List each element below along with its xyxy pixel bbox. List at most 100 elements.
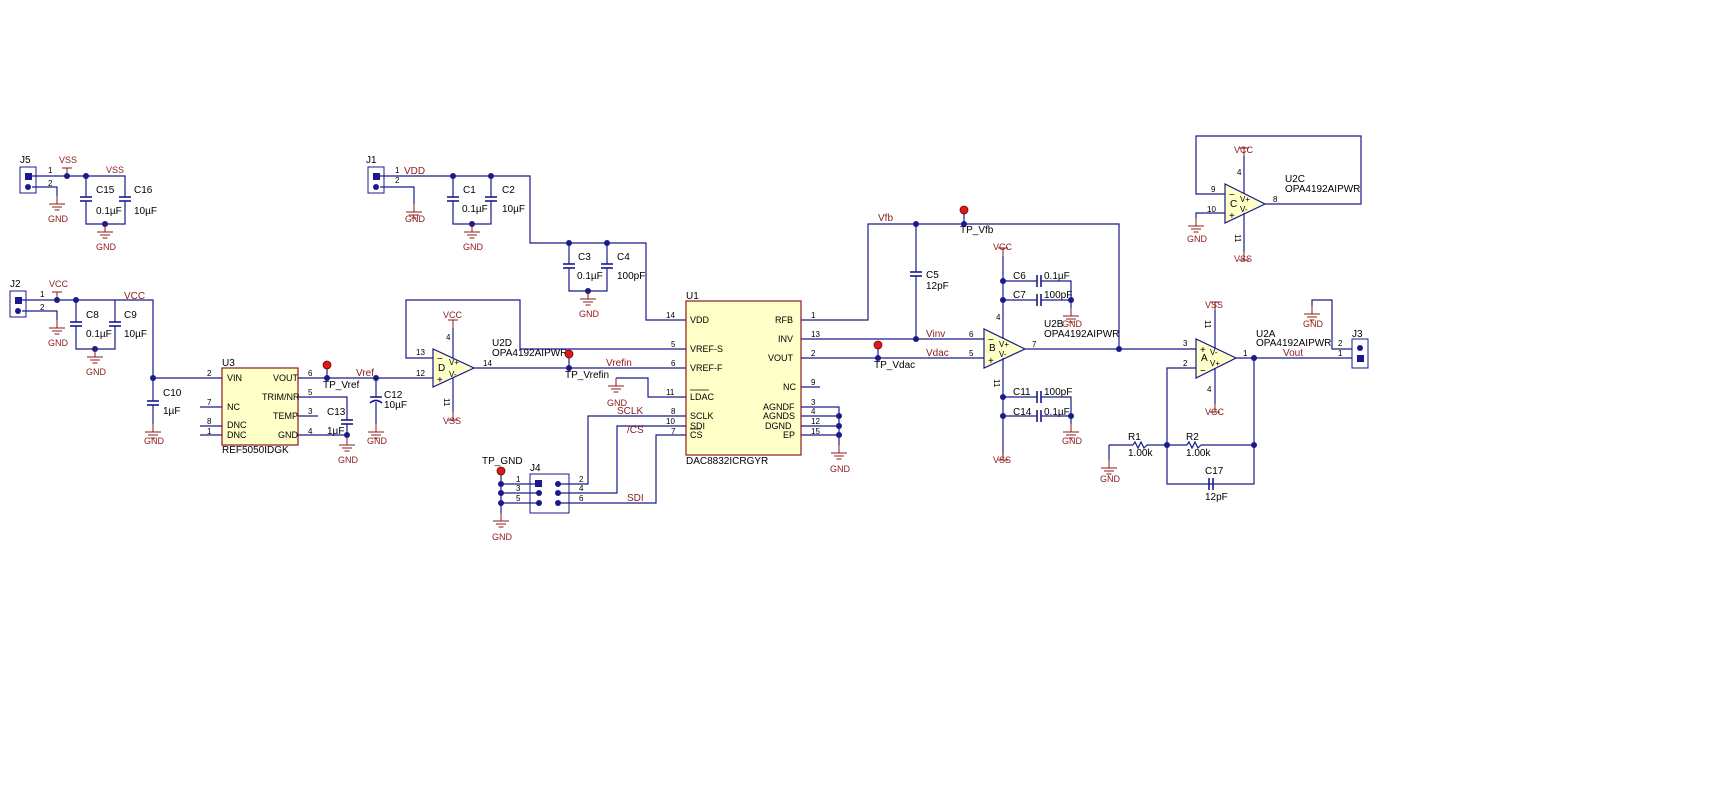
- ic-u3: [221, 367, 299, 446]
- svg-text:10µF: 10µF: [124, 329, 147, 340]
- svg-text:5: 5: [969, 349, 974, 358]
- svg-text:2: 2: [40, 303, 45, 312]
- svg-text:C12: C12: [384, 390, 403, 401]
- svg-text:5: 5: [516, 494, 521, 503]
- svg-text:VCC: VCC: [1234, 145, 1254, 155]
- svg-text:TRIM/NR: TRIM/NR: [262, 392, 300, 402]
- svg-text:VSS: VSS: [1205, 300, 1223, 310]
- svg-text:GND: GND: [278, 430, 299, 440]
- capacitor-c10: C10 1µF: [147, 388, 182, 417]
- capacitor-c4: C4 100pF: [601, 252, 645, 282]
- svg-text:SCLK: SCLK: [617, 406, 643, 417]
- svg-text:7: 7: [671, 427, 676, 436]
- j1-block: J1 1 2 VDD GND C1 0.1µF C2 10µF GND: [366, 155, 686, 321]
- svg-text:TP_GND: TP_GND: [482, 456, 523, 467]
- capacitor-c13: C13 1µF: [327, 407, 353, 437]
- svg-text:VREF-F: VREF-F: [690, 363, 723, 373]
- svg-text:VDD: VDD: [690, 315, 710, 325]
- svg-text:4: 4: [1207, 385, 1212, 394]
- svg-text:8: 8: [1273, 195, 1278, 204]
- svg-text:OPA4192AIPWR: OPA4192AIPWR: [492, 348, 567, 359]
- svg-text:6: 6: [579, 494, 584, 503]
- svg-text:1: 1: [40, 290, 45, 299]
- svg-text:12pF: 12pF: [1205, 492, 1228, 503]
- svg-text:EP: EP: [783, 430, 795, 440]
- svg-text:TEMP: TEMP: [273, 411, 298, 421]
- svg-text:4: 4: [579, 484, 584, 493]
- svg-text:VCC: VCC: [443, 310, 463, 320]
- svg-text:4: 4: [996, 313, 1001, 322]
- svg-text:2: 2: [579, 475, 584, 484]
- svg-text:C13: C13: [327, 407, 346, 418]
- svg-text:LDAC: LDAC: [690, 392, 715, 402]
- svg-text:GND: GND: [1303, 319, 1324, 329]
- svg-text:13: 13: [416, 348, 425, 357]
- svg-text:V+: V+: [999, 340, 1009, 349]
- svg-text:C4: C4: [617, 252, 630, 263]
- svg-text:TP_Vfb: TP_Vfb: [960, 225, 994, 236]
- svg-text:C3: C3: [578, 252, 591, 263]
- svg-text:RFB: RFB: [775, 315, 793, 325]
- svg-text:1.00k: 1.00k: [1128, 448, 1153, 459]
- svg-text:3: 3: [1183, 339, 1188, 348]
- svg-text:GND: GND: [144, 436, 165, 446]
- svg-text:10µF: 10µF: [502, 204, 525, 215]
- svg-text:0.1µF: 0.1µF: [577, 271, 603, 282]
- svg-text:C7: C7: [1013, 290, 1026, 301]
- svg-text:GND: GND: [367, 436, 388, 446]
- svg-text:Vfb: Vfb: [878, 213, 893, 224]
- svg-text:GND: GND: [463, 242, 484, 252]
- svg-text:1: 1: [48, 166, 53, 175]
- resistor-r2: R2 1.00k: [1186, 432, 1211, 459]
- svg-text:TP_Vdac: TP_Vdac: [874, 360, 915, 371]
- svg-text:GND: GND: [48, 338, 69, 348]
- u1-part: DAC8832ICRGYR: [686, 456, 768, 467]
- svg-text:C16: C16: [134, 185, 153, 196]
- svg-text:V-: V-: [999, 350, 1007, 359]
- svg-text:VCC: VCC: [49, 279, 69, 289]
- u1-ref: U1: [686, 291, 699, 302]
- svg-text:11: 11: [666, 388, 675, 397]
- svg-text:SCLK: SCLK: [690, 411, 714, 421]
- svg-text:4: 4: [1237, 168, 1242, 177]
- svg-text:8: 8: [207, 417, 212, 426]
- svg-text:GND: GND: [1100, 474, 1121, 484]
- svg-text:12: 12: [416, 369, 425, 378]
- svg-text:SDI: SDI: [690, 421, 705, 431]
- svg-text:1µF: 1µF: [163, 406, 180, 417]
- svg-text:V+: V+: [449, 358, 459, 367]
- testpoint-tp-vdac: [873, 340, 883, 350]
- resistor-r1: R1 1.00k: [1128, 432, 1153, 459]
- j5-ref: J5: [20, 155, 31, 166]
- svg-text:2: 2: [48, 179, 53, 188]
- svg-text:R2: R2: [1186, 432, 1199, 443]
- svg-text:6: 6: [671, 359, 676, 368]
- svg-text:GND: GND: [338, 455, 359, 465]
- svg-text:5: 5: [671, 340, 676, 349]
- svg-text:VCC: VCC: [1205, 407, 1225, 417]
- svg-text:C6: C6: [1013, 271, 1026, 282]
- ic-u1: U1 DAC8832ICRGYR VDD VREF-S VREF-F LDAC …: [607, 291, 851, 474]
- svg-text:3: 3: [811, 398, 816, 407]
- svg-text:C15: C15: [96, 185, 115, 196]
- svg-text:VSS: VSS: [1234, 254, 1252, 264]
- testpoint-tp-vrefin: [564, 349, 574, 359]
- svg-text:OPA4192AIPWR: OPA4192AIPWR: [1044, 329, 1119, 340]
- svg-text:V+: V+: [1210, 359, 1220, 368]
- svg-text:C: C: [1230, 199, 1237, 210]
- svg-text:VCC: VCC: [124, 291, 145, 302]
- svg-text:9: 9: [811, 378, 816, 387]
- svg-text:1: 1: [395, 166, 400, 175]
- svg-text:1: 1: [811, 311, 816, 320]
- svg-text:10: 10: [1207, 205, 1216, 214]
- testpoint-tp-gnd: [496, 466, 506, 476]
- svg-text:AGNDS: AGNDS: [763, 411, 795, 421]
- svg-text:+: +: [988, 356, 994, 367]
- svg-text:U2A: U2A: [1256, 329, 1276, 340]
- svg-text:VSS: VSS: [443, 416, 461, 426]
- svg-text:C10: C10: [163, 388, 182, 399]
- svg-text:NC: NC: [783, 382, 796, 392]
- svg-text:+: +: [1200, 345, 1206, 356]
- svg-text:10: 10: [666, 417, 675, 426]
